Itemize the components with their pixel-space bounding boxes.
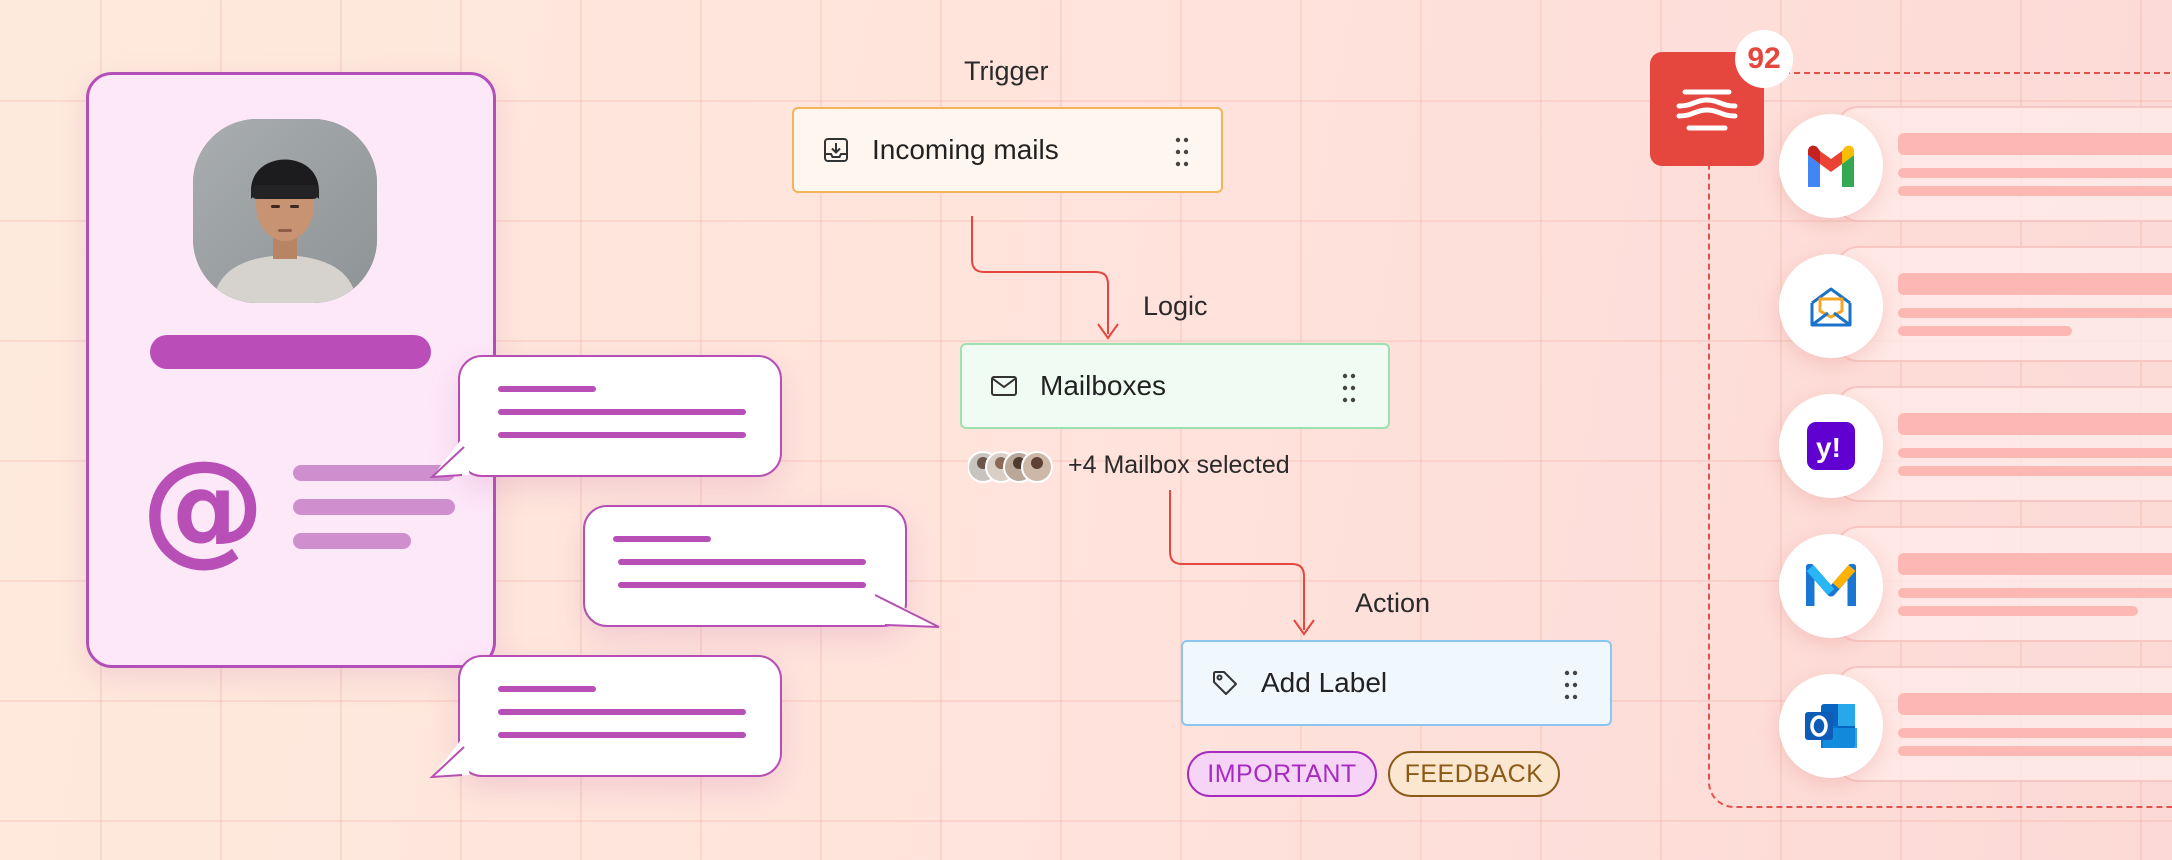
provider-placeholder-line	[1898, 326, 2072, 336]
provider-placeholder-line	[1898, 693, 2172, 715]
message-placeholder-line	[498, 686, 596, 692]
mail-providers-panel	[1708, 72, 2172, 808]
message-placeholder-line	[618, 559, 866, 565]
message-placeholder-line	[498, 709, 746, 715]
provider-placeholder-line	[1898, 168, 2172, 178]
provider-placeholder-line	[1898, 466, 2172, 476]
message-placeholder-line	[498, 386, 596, 392]
action-node-label: Add Label	[1261, 667, 1388, 698]
mail-envelope-icon	[991, 376, 1017, 396]
provider-placeholder-line	[1898, 133, 2172, 155]
zoho-mail-icon	[1810, 287, 1852, 327]
message-placeholder-line	[613, 536, 711, 542]
tag-icon	[1213, 671, 1237, 695]
provider-placeholder-line	[1898, 448, 2172, 458]
message-placeholder-line	[498, 732, 746, 738]
provider-badge-mail-app[interactable]	[1779, 534, 1883, 638]
gmail-icon	[1808, 145, 1854, 187]
provider-placeholder-line	[1898, 728, 2172, 738]
message-placeholder-line	[498, 409, 746, 415]
notification-count-badge: 92	[1735, 30, 1793, 88]
action-section-label: Action	[1355, 588, 1431, 618]
mailbox-avatars-group	[968, 451, 1053, 483]
provider-row-outlook	[1836, 666, 2172, 782]
provider-placeholder-line	[1898, 606, 2138, 616]
contact-profile-card: @	[86, 72, 496, 668]
trigger-node-incoming-mails[interactable]: Incoming mails	[792, 107, 1223, 193]
message-placeholder-line	[498, 432, 746, 438]
action-node-add-label[interactable]: Add Label	[1181, 640, 1612, 726]
provider-badge-gmail[interactable]	[1779, 114, 1883, 218]
drag-handle-icon[interactable]	[1564, 670, 1578, 700]
profile-name-placeholder	[150, 335, 431, 369]
provider-badge-outlook[interactable]	[1779, 674, 1883, 778]
provider-badge-zoho[interactable]	[1779, 254, 1883, 358]
drag-handle-icon[interactable]	[1342, 373, 1356, 403]
drag-handle-icon[interactable]	[1175, 137, 1189, 167]
outlook-icon	[1805, 704, 1857, 748]
email-at-icon: @	[141, 435, 265, 579]
provider-placeholder-line	[1898, 746, 2172, 756]
logic-node-mailboxes[interactable]: Mailboxes	[960, 343, 1390, 429]
logic-section-label: Logic	[1143, 291, 1208, 321]
message-placeholder-line	[618, 582, 866, 588]
provider-badge-yahoo[interactable]: y!	[1779, 394, 1883, 498]
mailbox-selected-count: +4 Mailbox selected	[1068, 451, 1290, 479]
mail-app-icon	[1806, 564, 1856, 606]
person-photo-icon	[193, 119, 377, 303]
message-bubble	[429, 655, 782, 779]
provider-placeholder-line	[1898, 413, 2172, 435]
logic-node-label: Mailboxes	[1040, 370, 1167, 401]
inbox-download-icon	[824, 138, 848, 162]
provider-row-zoho	[1836, 246, 2172, 362]
provider-row-yahoo	[1836, 386, 2172, 502]
message-bubble	[429, 355, 782, 479]
provider-placeholder-line	[1898, 588, 2172, 598]
email-placeholder-line	[293, 465, 455, 481]
message-bubble	[583, 505, 940, 628]
trigger-section-label: Trigger	[964, 56, 1049, 86]
yahoo-mail-icon: y!	[1807, 422, 1855, 470]
provider-placeholder-line	[1898, 186, 2172, 196]
email-placeholder-line	[293, 533, 411, 549]
svg-text:y!: y!	[1816, 432, 1841, 463]
provider-placeholder-line	[1898, 273, 2172, 295]
email-placeholder-line	[293, 499, 455, 515]
label-tag-feedback[interactable]: FEEDBACK	[1388, 751, 1560, 797]
provider-row-gmail	[1836, 106, 2172, 222]
provider-placeholder-line	[1898, 308, 2172, 318]
app-logo-icon	[1676, 89, 1738, 131]
provider-row-mail-app	[1836, 526, 2172, 642]
provider-placeholder-line	[1898, 553, 2172, 575]
label-tag-important[interactable]: IMPORTANT	[1187, 751, 1377, 797]
profile-avatar	[193, 119, 377, 303]
trigger-node-label: Incoming mails	[872, 134, 1059, 165]
